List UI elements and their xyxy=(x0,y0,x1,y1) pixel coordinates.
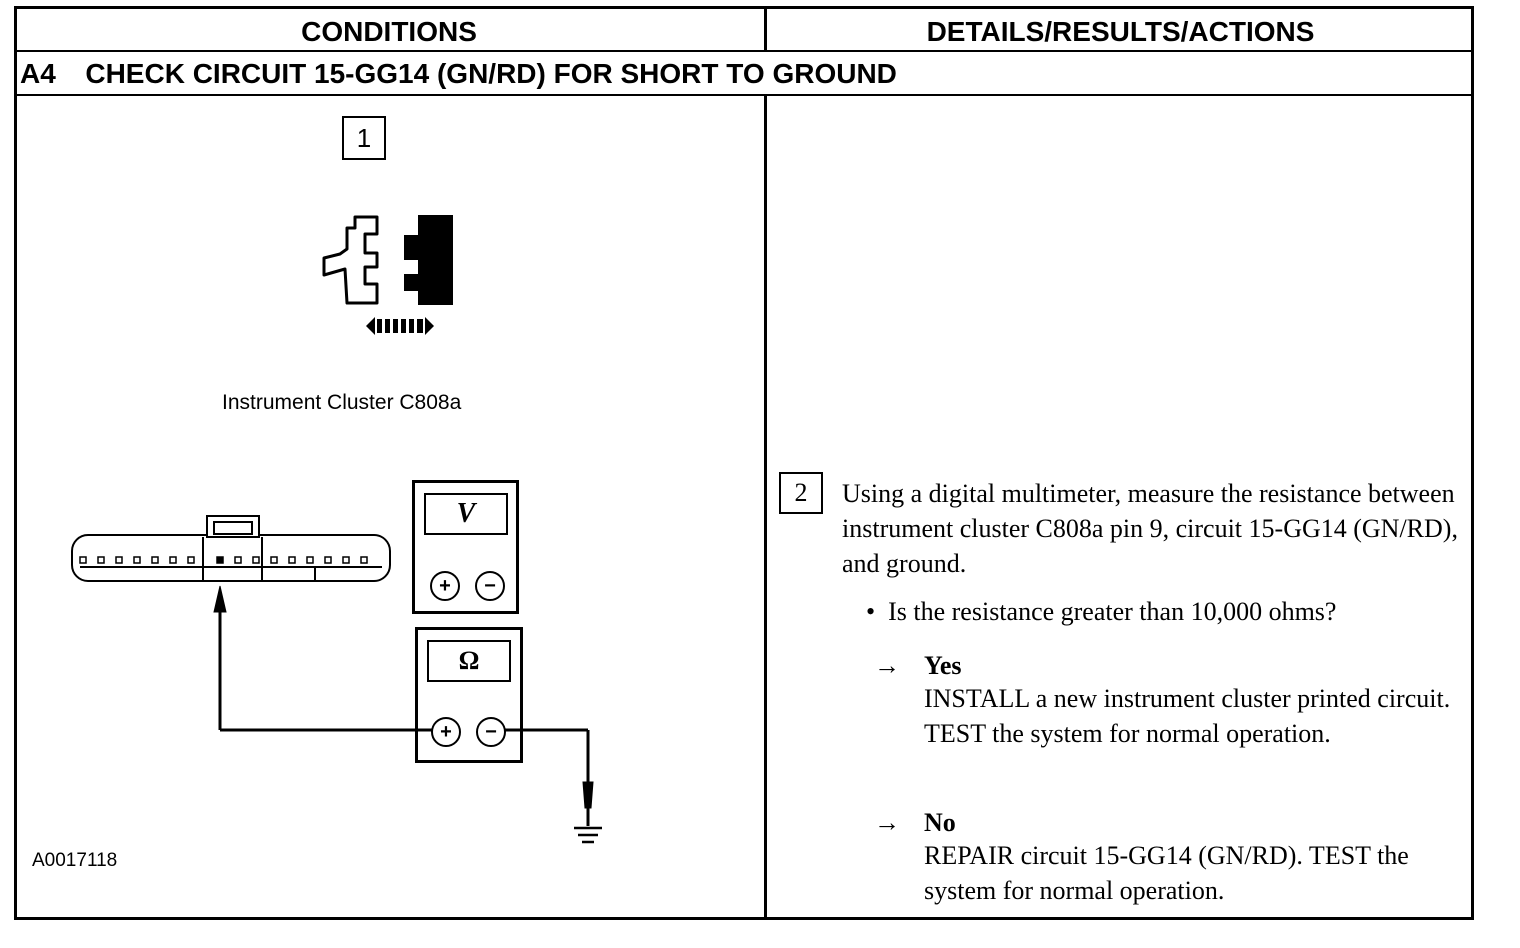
answer-action: REPAIR circuit 15-GG14 (GN/RD). TEST the… xyxy=(924,841,1409,905)
ground-symbol-icon xyxy=(574,826,602,844)
header-divider xyxy=(14,50,1474,52)
test-lead-negative xyxy=(502,728,594,826)
connector-c808a xyxy=(71,515,391,582)
answer-yes: → Yes INSTALL a new instrument cluster p… xyxy=(874,648,1464,788)
disconnect-connector-icon xyxy=(322,215,453,335)
answer-label: No xyxy=(924,808,956,837)
arrow-icon: → xyxy=(874,651,900,680)
negative-terminal-icon: − xyxy=(476,717,506,747)
wiring-diagram xyxy=(71,515,602,844)
test-lead-positive xyxy=(213,585,435,732)
column-divider-upper xyxy=(764,6,767,52)
step-2-instruction: Using a digital multimeter, measure the … xyxy=(842,479,1458,578)
step-title-row: A4 CHECK CIRCUIT 15-GG14 (GN/RD) FOR SHO… xyxy=(20,52,897,96)
step-id: A4 xyxy=(20,58,56,89)
step-title-divider xyxy=(14,94,1474,96)
step-title: CHECK CIRCUIT 15-GG14 (GN/RD) FOR SHORT … xyxy=(85,58,897,89)
figure-id: A0017118 xyxy=(32,850,118,871)
question-bullet: • Is the resistance greater than 10,000 … xyxy=(866,594,1336,629)
positive-terminal-icon: + xyxy=(431,717,461,747)
diagnostic-table xyxy=(14,6,1474,920)
connector-caption: Instrument Cluster C808a xyxy=(222,391,462,414)
multimeter-display: V xyxy=(424,493,508,535)
details-header: DETAILS/RESULTS/ACTIONS xyxy=(926,16,1315,47)
question-text: Is the resistance greater than 10,000 oh… xyxy=(888,597,1337,626)
bullet-icon: • xyxy=(866,597,876,626)
multimeter-ohms: Ω + − xyxy=(415,627,523,763)
column-divider-lower xyxy=(764,94,767,920)
connector-pins xyxy=(79,556,368,564)
multimeter-voltage: V + − xyxy=(412,480,519,614)
negative-terminal-icon: − xyxy=(475,571,505,601)
voltage-symbol: V xyxy=(456,498,476,529)
positive-terminal-icon: + xyxy=(430,571,460,601)
step-1-box: 1 xyxy=(342,116,386,160)
ohm-symbol: Ω xyxy=(458,646,480,675)
answer-no: → No REPAIR circuit 15-GG14 (GN/RD). TES… xyxy=(874,805,1464,915)
step-2-box: 2 xyxy=(779,472,823,514)
answer-label: Yes xyxy=(924,651,962,680)
conditions-header: CONDITIONS xyxy=(301,16,477,47)
arrow-icon: → xyxy=(874,808,900,837)
multimeter-display: Ω xyxy=(427,640,511,682)
answer-action: INSTALL a new instrument cluster printed… xyxy=(924,684,1451,748)
